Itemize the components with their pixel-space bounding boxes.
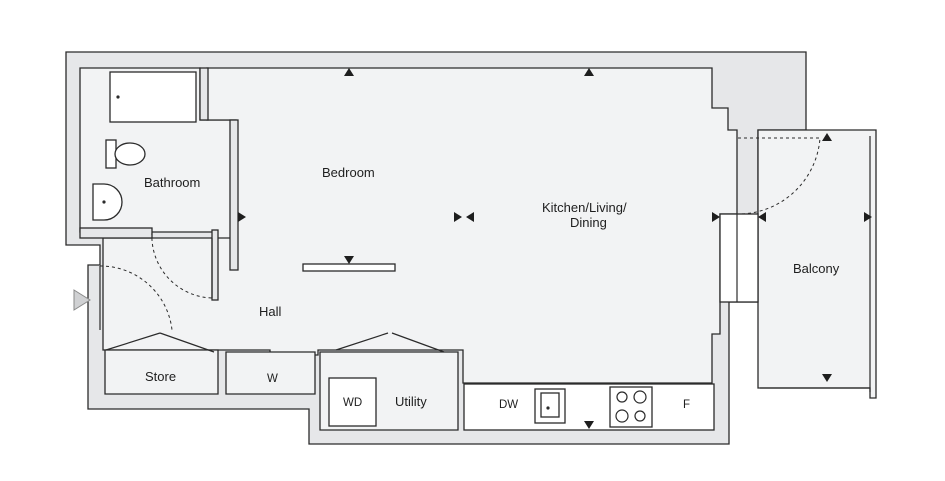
basin-icon	[92, 183, 123, 221]
wardrobe-cupboard	[225, 351, 316, 395]
utility-door-leaf-left	[335, 332, 389, 351]
store-cupboard	[104, 349, 219, 395]
washer-dryer-label: WD	[343, 397, 362, 409]
hall-stub-wall	[211, 229, 219, 301]
balcony-door-swing	[737, 137, 821, 215]
sink-icon	[534, 388, 566, 424]
kitchen-label-line1: Kitchen/Living/	[542, 200, 627, 215]
bathtub-drain	[116, 95, 120, 99]
hob-icon	[609, 386, 653, 428]
store-label: Store	[145, 369, 176, 384]
bathtub-icon	[109, 71, 197, 123]
bedroom-screen	[302, 263, 396, 272]
bathroom-partition-wall	[229, 119, 239, 271]
bathroom-label: Bathroom	[144, 175, 200, 190]
washer-dryer-box	[328, 377, 377, 427]
utility-door-leaf-right	[391, 332, 445, 353]
bedroom-label: Bedroom	[322, 165, 375, 180]
hall-label: Hall	[259, 304, 282, 319]
balcony-label: Balcony	[793, 261, 840, 276]
store-door-leaf-right	[159, 332, 215, 353]
kitchen-label-line2: Dining	[570, 215, 607, 230]
bathroom-lower-wall	[79, 227, 153, 239]
toilet-icon	[105, 139, 146, 169]
entrance-arrow-icon	[73, 289, 91, 311]
bathroom-wall-segment	[199, 67, 209, 121]
dimension-marker-icon	[238, 68, 872, 429]
entrance-door-swing	[99, 265, 173, 331]
wardrobe-label: W	[267, 373, 278, 385]
utility-label: Utility	[395, 394, 427, 409]
balcony-glazing	[719, 213, 759, 303]
fridge-label: F	[683, 399, 690, 411]
store-door-leaf-left	[105, 332, 161, 351]
dishwasher-label: DW	[499, 399, 518, 411]
bathroom-door-swing	[151, 231, 213, 299]
